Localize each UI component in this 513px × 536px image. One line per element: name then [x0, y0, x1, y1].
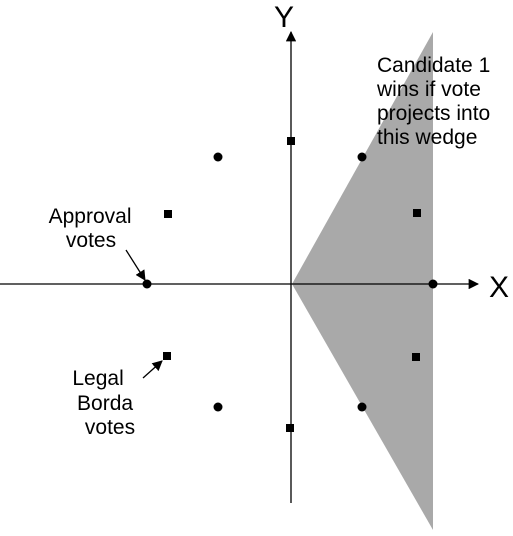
approval-votes-caption: Approval votes	[49, 205, 138, 252]
borda-pointer-arrow	[142, 360, 163, 379]
wedge-caption-line: wins if vote	[376, 78, 481, 101]
approval-caption-line: Approval	[49, 205, 132, 228]
borda-caption-line: Borda	[77, 392, 133, 415]
approval-vote-point	[357, 152, 367, 162]
borda-vote-point	[287, 137, 295, 145]
borda-vote-point	[413, 209, 421, 217]
wedge-caption-line: this wedge	[377, 126, 477, 149]
approval-caption-line: votes	[66, 229, 116, 252]
approval-vote-point	[142, 279, 152, 289]
approval-vote-point	[357, 402, 367, 412]
y-axis-label: Y	[274, 1, 294, 34]
borda-vote-point	[163, 352, 171, 360]
approval-pointer-arrow	[125, 249, 146, 281]
approval-votes	[142, 152, 438, 412]
borda-votes-caption: Legal Borda votes	[72, 367, 139, 439]
approval-vote-point	[213, 402, 223, 412]
borda-caption-line: votes	[85, 416, 135, 439]
wedge-caption: Candidate 1 wins if vote projects into t…	[376, 54, 496, 149]
wedge-caption-line: Candidate 1	[377, 54, 490, 77]
borda-vote-point	[164, 210, 172, 218]
borda-vote-point	[412, 353, 420, 361]
approval-vote-point	[213, 152, 223, 162]
borda-caption-line: Legal	[72, 367, 123, 390]
approval-vote-point	[428, 279, 438, 289]
candidate-1-wedge	[292, 32, 433, 530]
borda-vote-point	[286, 424, 294, 432]
wedge-caption-line: projects into	[377, 102, 490, 125]
x-axis-label: X	[489, 271, 509, 304]
legal-borda-votes	[163, 137, 421, 432]
